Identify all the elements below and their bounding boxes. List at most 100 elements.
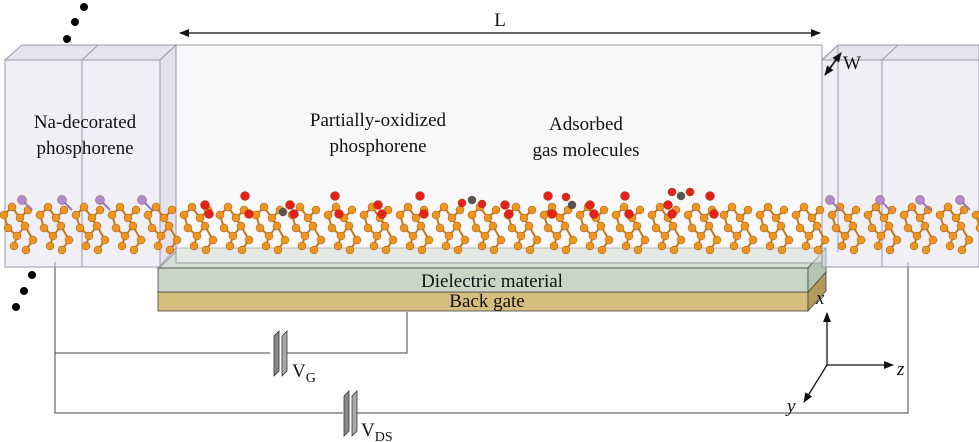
phosphorus-atom	[192, 231, 202, 241]
phosphorus-atom	[611, 210, 621, 220]
phosphorus-atom	[59, 205, 69, 215]
phosphorus-atom	[187, 202, 197, 212]
phosphorus-atom	[549, 241, 559, 251]
phosphorus-atom	[115, 202, 125, 212]
phosphorus-atom	[971, 210, 979, 220]
phosphorus-atom	[887, 205, 897, 215]
phosphorus-atom	[597, 245, 607, 255]
oxygen-atom	[289, 209, 299, 219]
phosphorus-atom	[915, 213, 925, 223]
phosphorus-atom	[873, 241, 883, 251]
phosphorus-atom	[147, 223, 157, 233]
phosphorus-atom	[543, 223, 553, 233]
phosphorus-atom	[651, 223, 661, 233]
gas-molecule-atom	[567, 200, 577, 210]
phosphorus-atom	[225, 241, 235, 251]
phosphorus-atom	[215, 210, 225, 220]
oxygen-atom	[373, 200, 383, 210]
phosphorus-atom	[403, 202, 413, 212]
phosphorus-atom	[903, 223, 913, 233]
oxygen-atom	[504, 209, 514, 219]
device-boxes	[3, 43, 979, 269]
phosphorus-atom	[84, 231, 94, 241]
phosphorus-atom	[496, 235, 506, 245]
phosphorus-atom	[264, 231, 274, 241]
oxygen-atom	[285, 200, 295, 210]
phosphorus-atom	[200, 221, 210, 231]
axis-y-label: y	[785, 396, 796, 417]
phosphorus-atom	[300, 231, 310, 241]
phosphorus-atom	[729, 241, 739, 251]
phosphorus-atom	[863, 210, 873, 220]
phosphorus-atom	[755, 210, 765, 220]
phosphorus-atom	[460, 235, 470, 245]
phosphorus-atom	[143, 210, 153, 220]
phosphorus-atom	[827, 210, 837, 220]
phosphorus-atom	[309, 245, 319, 255]
phosphorus-atom	[777, 245, 787, 255]
phosphorus-atom	[683, 210, 693, 220]
gas-molecule-atom	[477, 199, 487, 209]
phosphorus-atom	[316, 235, 326, 245]
oxygen-atom	[330, 191, 340, 201]
vds-source-symbol	[343, 390, 358, 437]
phosphorus-atom	[705, 245, 715, 255]
phosphorus-atom	[120, 231, 130, 241]
phosphorus-atom	[273, 245, 283, 255]
phosphorus-atom	[223, 202, 233, 212]
phosphorus-atom	[92, 221, 102, 231]
phosphorus-atom	[812, 221, 822, 231]
sodium-atom	[825, 195, 835, 205]
gas-molecule-atom	[467, 195, 477, 205]
gas-molecule-atom	[278, 207, 288, 217]
phosphorus-atom	[295, 202, 305, 212]
oxygen-atom	[244, 209, 254, 219]
phosphorus-atom	[153, 241, 163, 251]
phosphorus-atom	[417, 245, 427, 255]
oxygen-atom	[589, 209, 599, 219]
left-region-label-1: Na-decorated	[34, 112, 137, 133]
phosphorus-atom	[35, 210, 45, 220]
phosphorus-atom	[388, 235, 398, 245]
phosphorus-atom	[964, 235, 974, 245]
phosphorus-atom	[807, 213, 817, 223]
phosphorus-atom	[439, 202, 449, 212]
phosphorus-atom	[93, 245, 103, 255]
phosphorus-atom	[411, 213, 421, 223]
phosphorus-atom	[849, 245, 859, 255]
phosphorus-atom	[771, 213, 781, 223]
phosphorus-atom	[100, 235, 110, 245]
phosphorus-atom	[327, 223, 337, 233]
oxygen-atom	[419, 209, 429, 219]
dielectric-label: Dielectric material	[421, 271, 563, 292]
phosphorus-atom	[951, 213, 961, 223]
phosphorus-atom	[381, 245, 391, 255]
continuation-dots-top	[63, 3, 88, 43]
phosphorus-atom	[693, 241, 703, 251]
phosphorus-atom	[687, 223, 697, 233]
phosphorus-atom	[123, 213, 133, 223]
phosphorus-atom	[599, 205, 609, 215]
phosphorus-atom	[431, 210, 441, 220]
phosphorus-atom	[763, 202, 773, 212]
oxygen-atom	[620, 191, 630, 201]
phosphorus-atom	[935, 210, 945, 220]
phosphorus-atom	[259, 202, 269, 212]
phosphorus-atom	[231, 213, 241, 223]
oxygen-atom	[543, 191, 553, 201]
phosphorus-atom	[303, 213, 313, 223]
phosphorus-atom	[945, 241, 955, 251]
phosphorus-atom	[219, 223, 229, 233]
phosphorus-atom	[560, 221, 570, 231]
phosphorus-atom	[291, 223, 301, 233]
phosphorus-atom	[732, 231, 742, 241]
vg-source-symbol	[273, 330, 288, 377]
phosphorus-atom	[21, 245, 31, 255]
phosphorus-atom	[15, 213, 25, 223]
phosphorus-atom	[867, 223, 877, 233]
phosphorus-atom	[741, 245, 751, 255]
phosphorus-atom	[885, 245, 895, 255]
phosphorus-atom	[525, 245, 535, 255]
phosphorus-atom	[748, 235, 758, 245]
phosphorus-atom	[848, 221, 858, 231]
